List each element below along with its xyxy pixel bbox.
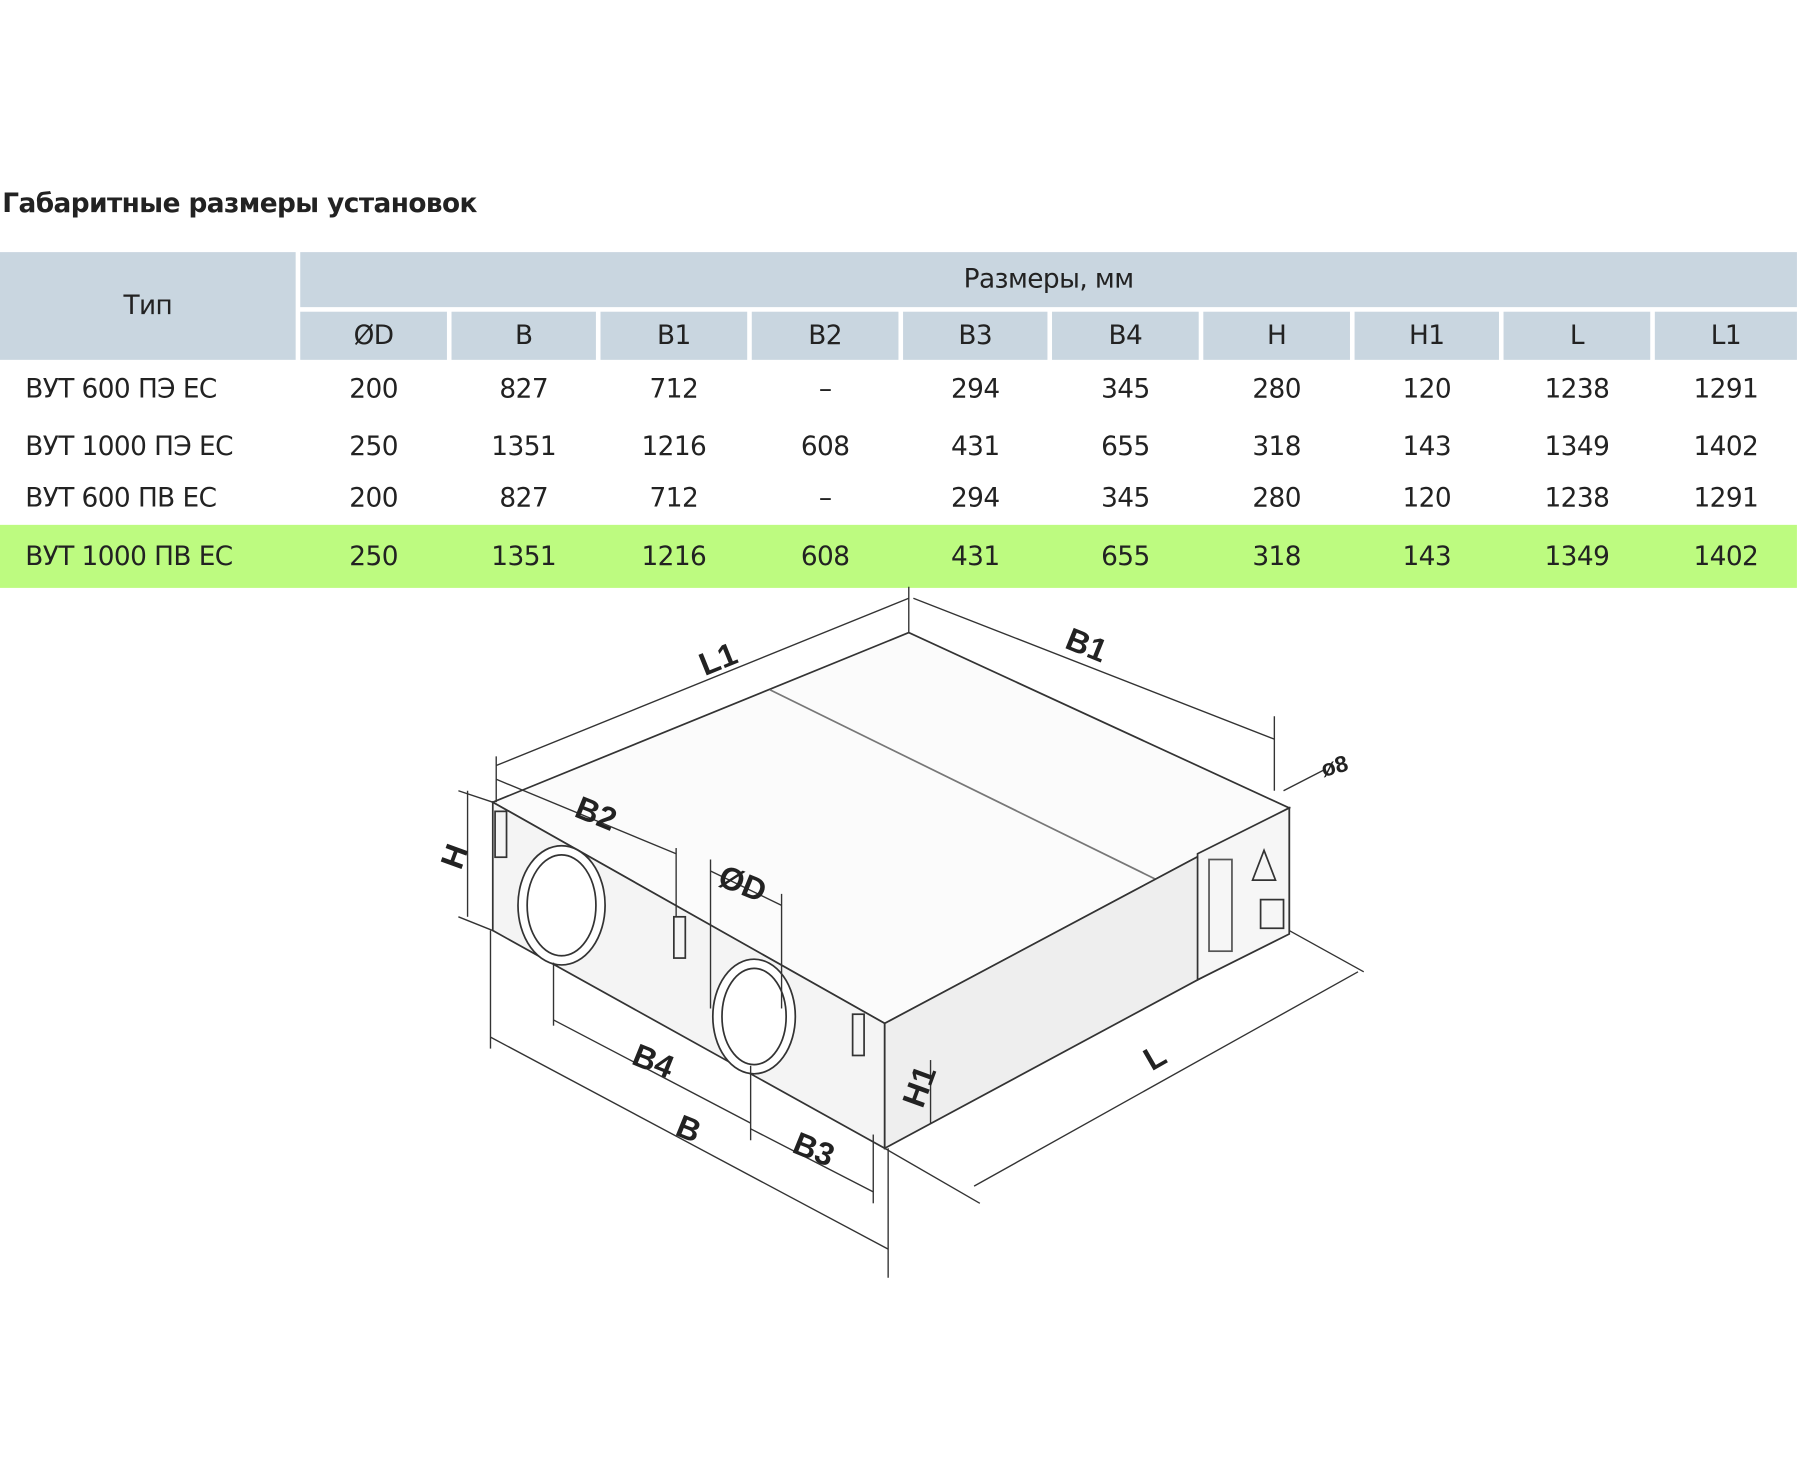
- label-b3: B3: [788, 1125, 840, 1174]
- column-header: B1: [600, 311, 748, 360]
- column-header: H: [1203, 311, 1350, 360]
- table-cell: 294: [950, 374, 1000, 405]
- table-cell: 143: [1402, 432, 1452, 462]
- column-header: L1: [1654, 311, 1797, 360]
- table-cell: 712: [649, 483, 699, 514]
- table-cell: 200: [349, 483, 398, 514]
- label-l: L: [1137, 1037, 1172, 1078]
- table-cell: 1238: [1544, 483, 1610, 514]
- table-cell: 345: [1101, 374, 1150, 405]
- unit-body: [490, 631, 1292, 1150]
- table-cell: –: [818, 374, 832, 405]
- column-header: H1: [1354, 311, 1499, 360]
- table-cell: 431: [950, 541, 1000, 572]
- table-cell: 1349: [1544, 432, 1610, 462]
- row-name: ВУТ 1000 ПЭ ЕС: [25, 432, 233, 462]
- column-header: B3: [903, 311, 1048, 360]
- label-h: H: [433, 839, 475, 873]
- table-cell: 1216: [641, 432, 707, 462]
- table-cell: 608: [800, 432, 850, 462]
- column-header: B: [451, 311, 596, 360]
- column-header: ØD: [300, 311, 447, 360]
- row-name: ВУТ 600 ПЭ ЕС: [25, 374, 217, 405]
- table-cell: 1402: [1693, 541, 1759, 572]
- table-cell: 280: [1252, 483, 1301, 514]
- table-cell: 608: [800, 541, 850, 572]
- table-cell: –: [818, 483, 832, 514]
- table-cell: 143: [1402, 541, 1452, 572]
- table-cell: 250: [349, 541, 398, 572]
- label-hole: ø8: [1318, 750, 1351, 782]
- table-cell: 1351: [491, 432, 557, 462]
- row-name: ВУТ 600 ПВ ЕС: [25, 483, 217, 514]
- table-cell: 1291: [1693, 374, 1759, 405]
- table-cell: 250: [349, 432, 398, 462]
- table-cell: 827: [499, 483, 549, 514]
- label-l1: L1: [694, 635, 742, 682]
- column-header: B2: [751, 311, 899, 360]
- table-cell: 120: [1402, 483, 1452, 514]
- table-cell: 1238: [1544, 374, 1610, 405]
- table-cell: 655: [1101, 541, 1150, 572]
- label-b4: B4: [628, 1037, 680, 1086]
- table-cell: 1351: [491, 541, 557, 572]
- table-cell: 280: [1252, 374, 1301, 405]
- row-name: ВУТ 1000 ПВ ЕС: [25, 541, 233, 572]
- table-cell: 318: [1252, 541, 1301, 572]
- column-header: B4: [1052, 311, 1199, 360]
- table-cell: 294: [950, 483, 1000, 514]
- table-cell: 827: [499, 374, 549, 405]
- table-cell: 1291: [1693, 483, 1759, 514]
- table-cell: 318: [1252, 432, 1301, 462]
- table-cell: 120: [1402, 374, 1452, 405]
- page-title: Габаритные размеры установок: [2, 189, 477, 219]
- table-cell: 200: [349, 374, 398, 405]
- label-b1: B1: [1061, 621, 1113, 670]
- table-cell: 1216: [641, 541, 707, 572]
- table-cell: 655: [1101, 432, 1150, 462]
- header-type: Тип: [0, 252, 296, 360]
- table-cell: 1349: [1544, 541, 1610, 572]
- header-dimensions: Размеры, мм: [300, 252, 1797, 308]
- highlighted-row-background: [0, 524, 1797, 588]
- table-cell: 1402: [1693, 432, 1759, 462]
- table-cell: 431: [950, 432, 1000, 462]
- dimension-lines: [458, 586, 1365, 1278]
- label-b: B: [671, 1108, 706, 1150]
- table-cell: 345: [1101, 483, 1150, 514]
- column-header: L: [1503, 311, 1651, 360]
- table-cell: 712: [649, 374, 699, 405]
